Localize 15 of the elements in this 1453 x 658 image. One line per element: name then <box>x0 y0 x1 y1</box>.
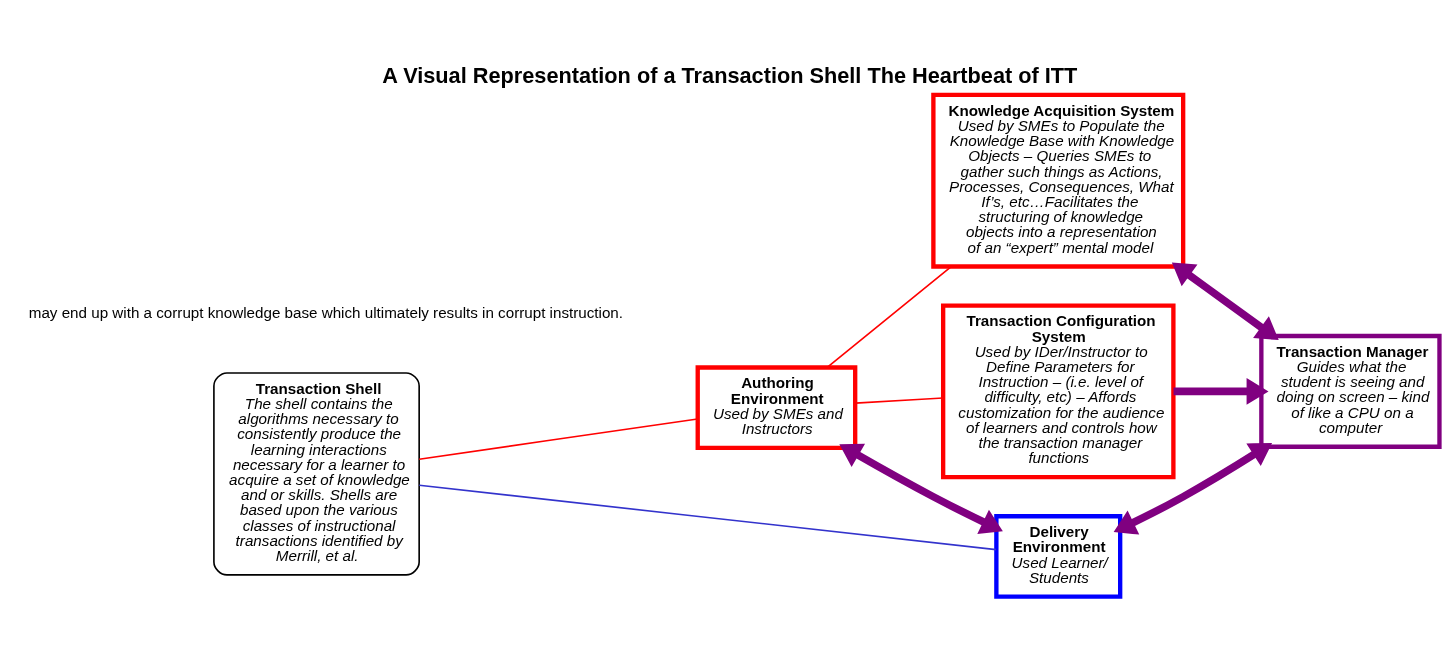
connector <box>418 483 997 550</box>
connector <box>826 265 953 368</box>
arrow <box>1113 442 1273 535</box>
node-box: Transaction Manager Guides what the student is seeing and doing on screen – kind of like a CPU on a computer <box>1259 333 1442 449</box>
diagram-title: A Visual Representation of a Transaction Shell The Heartbeat of ITT <box>382 62 1078 88</box>
arrow <box>1171 261 1279 340</box>
node-box: Transaction Configuration System Used by IDer/Instructor to Define Parameters for Instruction – (i.e. level of difficulty, etc) – Affords customization for the audience of learners and controls how the transaction manager functions <box>941 302 1176 479</box>
connector <box>418 417 699 460</box>
node-box: Delivery Environment Used Learner/ Students <box>994 513 1123 599</box>
node-box: Authoring Environment Used by SMEs and Instructors <box>695 364 858 450</box>
label: may end up with a corrupt knowledge base which ultimately results in corrupt instruction. <box>28 303 624 321</box>
arrow <box>839 443 1003 534</box>
connector <box>854 396 944 404</box>
node-box: Transaction Shell The shell contains the algorithms necessary to consistently produce the learning interactions necessary for a learner to acquire a set of knowledge and or skills. Shells are based upon the various classes of instructional transactions identified by Merrill, et al. <box>213 371 420 576</box>
node-box: Knowledge Acquisition System Used by SMEs to Populate the Knowledge Base with Knowledge Objects – Queries SMEs to gather such things as Actions, Processes, Consequences, What If’s, etc…Facilitates the structuring of knowledge objects into a representation of an “expert” mental model <box>931 92 1186 269</box>
